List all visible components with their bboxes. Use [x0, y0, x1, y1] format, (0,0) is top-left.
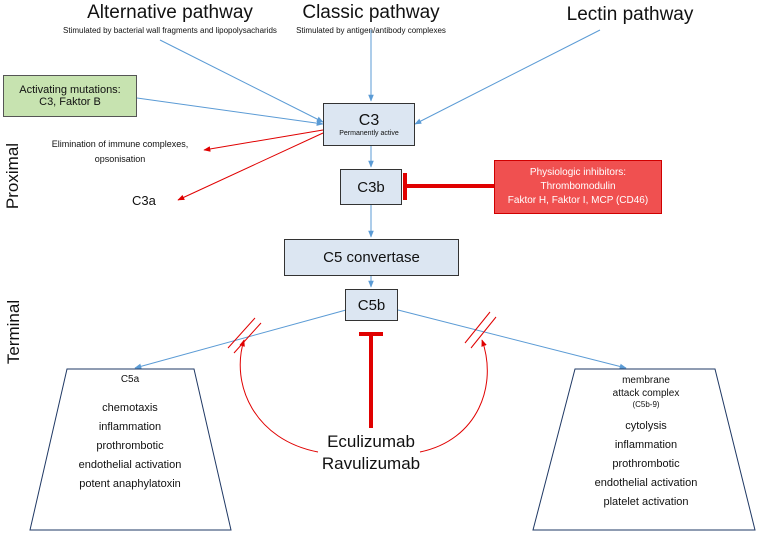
alternative-pathway: Alternative pathway Stimulated by bacter… [20, 2, 320, 35]
arrow-c3-to-elimination [203, 129, 324, 152]
classic-pathway-title: Classic pathway [302, 2, 440, 23]
c5a-title: C5a [120, 374, 140, 385]
curve-drug-to-mac-block [419, 339, 488, 453]
mutations-line-1: Activating mutations: [19, 84, 121, 96]
mac-effect-item: inflammation [614, 439, 678, 451]
arrow-c5b-to-mac [397, 309, 627, 370]
block-mark-right-1 [464, 311, 491, 344]
inhibitors-line-1: Physiologic inhibitors: [529, 167, 627, 178]
c5a-effect-item: potent anaphylatoxin [79, 478, 181, 490]
inhibitors-line-2: Thrombomodulin [540, 181, 616, 192]
c5-convertase-box: C5 convertase [284, 239, 459, 276]
classic-pathway-subtitle: Stimulated by antigen/antibody complexes [296, 26, 446, 35]
mac-effect-item: platelet activation [603, 496, 689, 508]
c3-label: C3 [358, 112, 380, 129]
arrow-lectin-to-c3 [414, 29, 601, 125]
physiologic-inhibitors-box: Physiologic inhibitors: Thrombomodulin F… [494, 160, 662, 214]
c3-note: Permanently active [339, 130, 399, 137]
c5b-box: C5b [345, 289, 398, 321]
block-mark-right-2 [470, 316, 497, 349]
mac-box-content: membrane attack complex (C5b-9) cytolysi… [560, 374, 732, 512]
c5b-label: C5b [357, 296, 386, 314]
elimination-line-2: opsonisation [94, 154, 146, 164]
mac-title-2: attack complex [612, 388, 680, 399]
mac-title-1: membrane [622, 375, 670, 386]
mutations-line-2: C3, Faktor B [39, 96, 101, 108]
drug-eculizumab: Eculizumab [327, 432, 415, 451]
terminal-label: Terminal [4, 299, 23, 365]
drug-names: Eculizumab Ravulizumab [296, 431, 446, 475]
c5a-effect-item: prothrombotic [96, 440, 164, 452]
c3a-label: C3a [132, 193, 156, 208]
arrow-alternative-to-c3 [159, 39, 324, 123]
block-mark-left-1 [227, 317, 256, 349]
c5a-effect-item: inflammation [98, 421, 162, 433]
mac-trapezoid [532, 368, 756, 531]
mac-subtitle: (C5b-9) [632, 400, 660, 409]
c3b-box: C3b [340, 169, 402, 205]
drug-ravulizumab: Ravulizumab [321, 454, 421, 473]
arrow-mutations-to-c3 [136, 97, 324, 126]
proximal-label: Proximal [3, 142, 22, 210]
c5a-effects: chemotaxis inflammation prothrombotic en… [45, 399, 215, 494]
classic-pathway: Classic pathway Stimulated by antigen/an… [256, 2, 486, 35]
inhibitors-line-3: Faktor H, Faktor I, MCP (CD46) [507, 195, 649, 206]
alternative-pathway-subtitle: Stimulated by bacterial wall fragments a… [63, 26, 277, 35]
c5a-effect-item: chemotaxis [102, 402, 158, 414]
mac-effects: cytolysis inflammation prothrombotic end… [560, 417, 732, 512]
activating-mutations-box: Activating mutations: C3, Faktor B [3, 75, 137, 117]
lectin-pathway-title: Lectin pathway [566, 4, 694, 25]
mac-effect-item: endothelial activation [594, 477, 698, 489]
c5a-effect-item: endothelial activation [78, 459, 182, 471]
mac-effect-item: prothrombotic [612, 458, 680, 470]
curve-drug-to-c5a-block [239, 339, 319, 453]
c3b-label: C3b [357, 178, 385, 196]
arrow-c3-to-c3a [177, 132, 324, 201]
c3-box: C3 Permanently active [323, 103, 415, 146]
elimination-text: Elimination of immune complexes, opsonis… [30, 137, 210, 167]
c5a-trapezoid [29, 368, 232, 531]
c5-convertase-label: C5 convertase [323, 249, 420, 266]
elimination-line-1: Elimination of immune complexes, [51, 139, 189, 149]
arrow-c5b-to-c5a [134, 309, 347, 370]
c5a-box-content: C5a chemotaxis inflammation prothromboti… [45, 374, 215, 494]
mac-effect-item: cytolysis [625, 420, 667, 432]
block-mark-left-2 [233, 322, 262, 354]
alternative-pathway-title: Alternative pathway [87, 2, 253, 23]
